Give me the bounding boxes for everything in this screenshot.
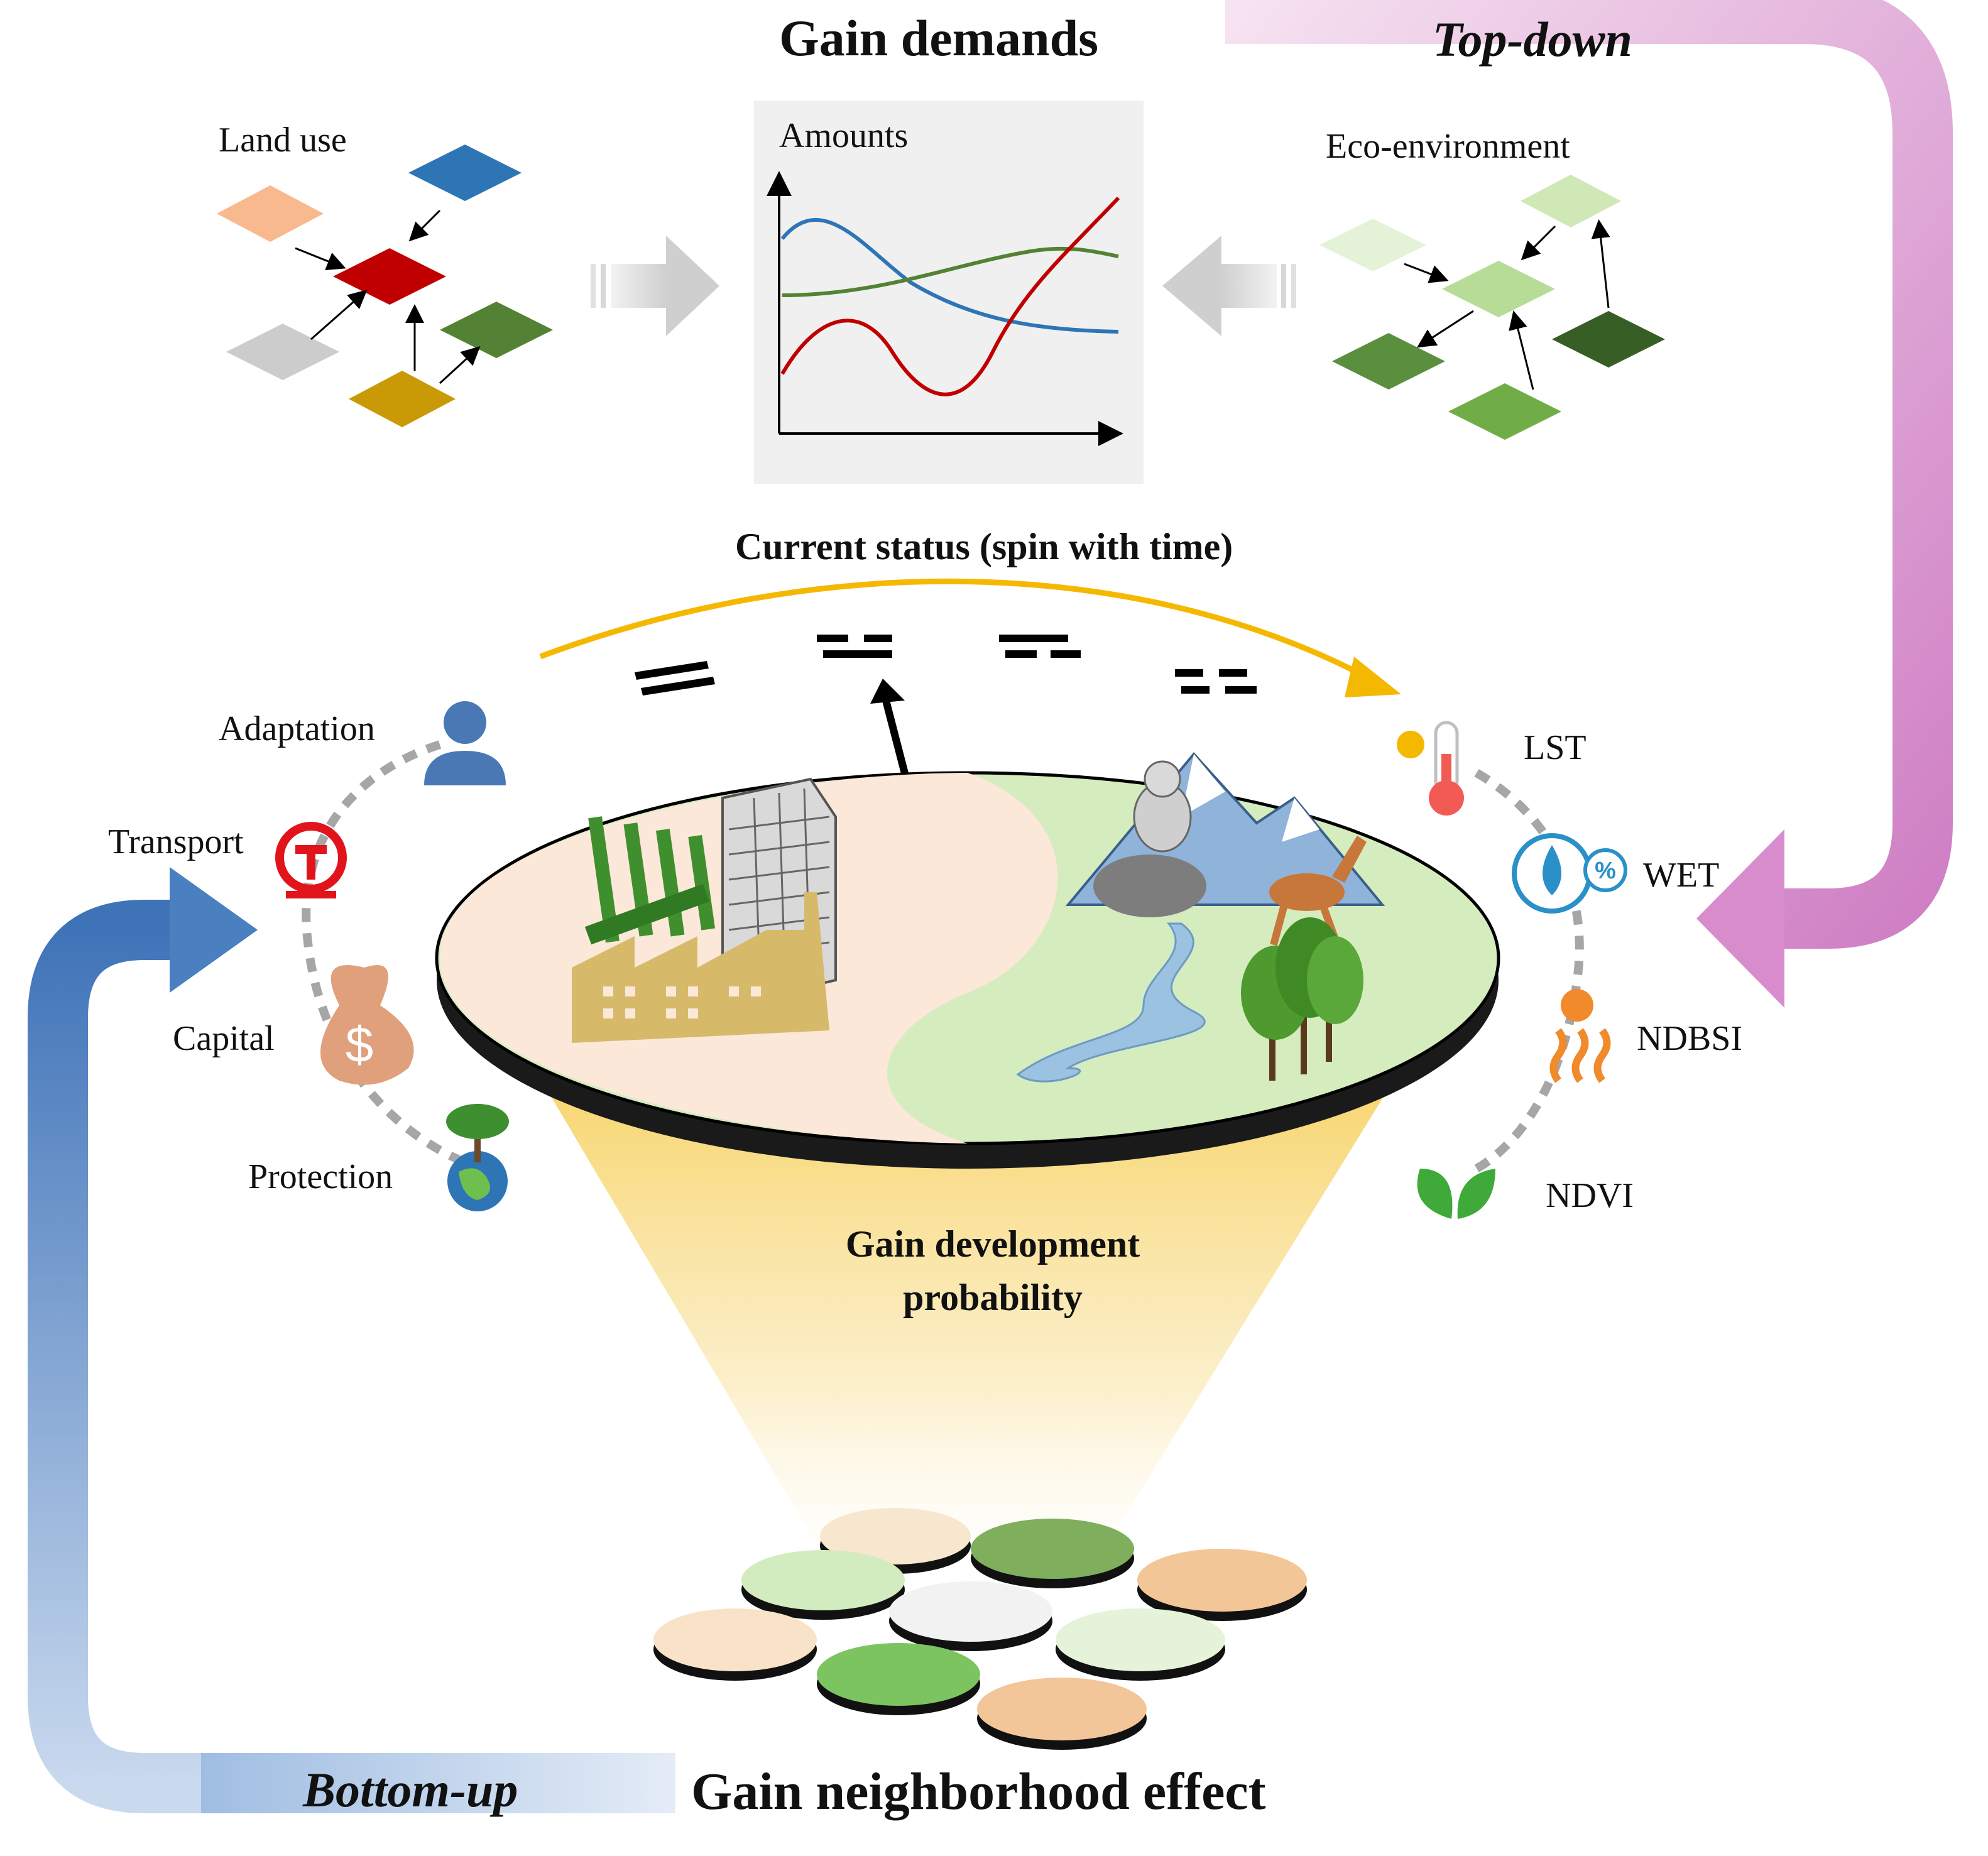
trigram-2 [817, 635, 892, 658]
cell-bottom-mid [817, 1643, 980, 1715]
amounts-label: Amounts [779, 116, 909, 155]
eco-tile-mid [1332, 333, 1445, 390]
person-icon [424, 701, 506, 785]
money-bag-icon: $ [320, 965, 414, 1085]
eco-tile-pale-2 [1319, 219, 1426, 271]
cell-bottom-right [977, 1678, 1147, 1750]
land-use-tile-blue [408, 145, 522, 201]
land-use-tile-green [440, 302, 553, 358]
nature-scene [1016, 751, 1385, 1083]
land-use-label: Land use [219, 121, 347, 160]
gray-arrow-left [1162, 236, 1296, 336]
amounts-chart [754, 101, 1144, 484]
current-status-arrow [539, 578, 1401, 697]
thermometer-sun-icon [1397, 721, 1464, 816]
wet-label: WET [1643, 856, 1720, 895]
amounts-curve-red [780, 196, 1120, 396]
gain-neighborhood-effect-title: Gain neighborhood effect [691, 1762, 1266, 1821]
capital-label: Capital [173, 1019, 275, 1058]
deer-icon [1269, 836, 1367, 946]
trigram-1 [635, 661, 715, 696]
gain-development-line2: probability [903, 1277, 1083, 1318]
land-use-tile-gray [226, 324, 339, 380]
gray-arrow-right [591, 236, 719, 336]
land-use-tile-red [333, 248, 446, 305]
leaf-icon [1417, 1169, 1495, 1219]
gain-development-line1: Gain development [845, 1223, 1140, 1265]
land-use-diagram [217, 145, 553, 427]
gain-demands-title: Gain demands [779, 9, 1099, 67]
light-cone [534, 1068, 1401, 1608]
top-down-arrow [1225, 0, 1953, 1008]
money-symbol: $ [346, 1017, 374, 1073]
cell-left-bottom [653, 1608, 817, 1681]
cell-left-top [741, 1550, 905, 1620]
amounts-curve-blue [780, 218, 1119, 334]
trigram-4 [1175, 669, 1257, 694]
bottom-up-label: Bottom-up [303, 1762, 518, 1817]
transport-label: Transport [108, 822, 244, 861]
heat-sun-icon [1549, 989, 1611, 1083]
current-status-label: Current status (spin with time) [735, 526, 1233, 567]
neighborhood-cells [653, 1508, 1307, 1750]
eco-tile-bright [1448, 383, 1561, 440]
water-percent-icon: % [1512, 833, 1627, 914]
trees-icon [1241, 917, 1363, 1081]
eco-environment-label: Eco-environment [1326, 127, 1570, 166]
percent-symbol: % [1595, 858, 1616, 884]
right-dotted-arc [1474, 768, 1584, 1173]
cell-top [820, 1508, 971, 1574]
trigram-symbols [635, 635, 1257, 696]
cell-center [889, 1581, 1052, 1651]
eco-environment-diagram [1319, 175, 1665, 440]
land-use-tile-orange [217, 185, 324, 242]
eco-tile-dark [1552, 311, 1665, 368]
ndbsi-label: NDBSI [1637, 1019, 1743, 1058]
eco-tile-light [1442, 261, 1555, 317]
top-down-label: Top-down [1433, 12, 1632, 67]
amounts-chart-background [754, 101, 1144, 484]
cell-right-mid [1056, 1608, 1225, 1681]
railway-icon [275, 822, 347, 898]
adaptation-label: Adaptation [219, 709, 375, 748]
protection-label: Protection [248, 1157, 393, 1196]
lst-label: LST [1524, 728, 1587, 767]
amounts-curve-green [782, 246, 1119, 297]
crops-icon [584, 816, 716, 945]
cell-right-top [1137, 1549, 1307, 1621]
trigram-3 [999, 635, 1081, 658]
earth-tree-icon [446, 1104, 509, 1211]
river-icon [1016, 922, 1206, 1083]
cell-top-right [971, 1519, 1134, 1588]
bottom-up-arrow [28, 867, 675, 1813]
eco-tile-pale-1 [1521, 175, 1621, 227]
left-dotted-arc [302, 740, 467, 1167]
ndvi-label: NDVI [1546, 1176, 1634, 1215]
factory-icon [572, 892, 829, 1043]
urban-scene [572, 777, 837, 1043]
upward-arrow [882, 699, 912, 787]
snow-leopard-icon [1093, 760, 1206, 917]
land-use-tile-gold [349, 371, 456, 427]
